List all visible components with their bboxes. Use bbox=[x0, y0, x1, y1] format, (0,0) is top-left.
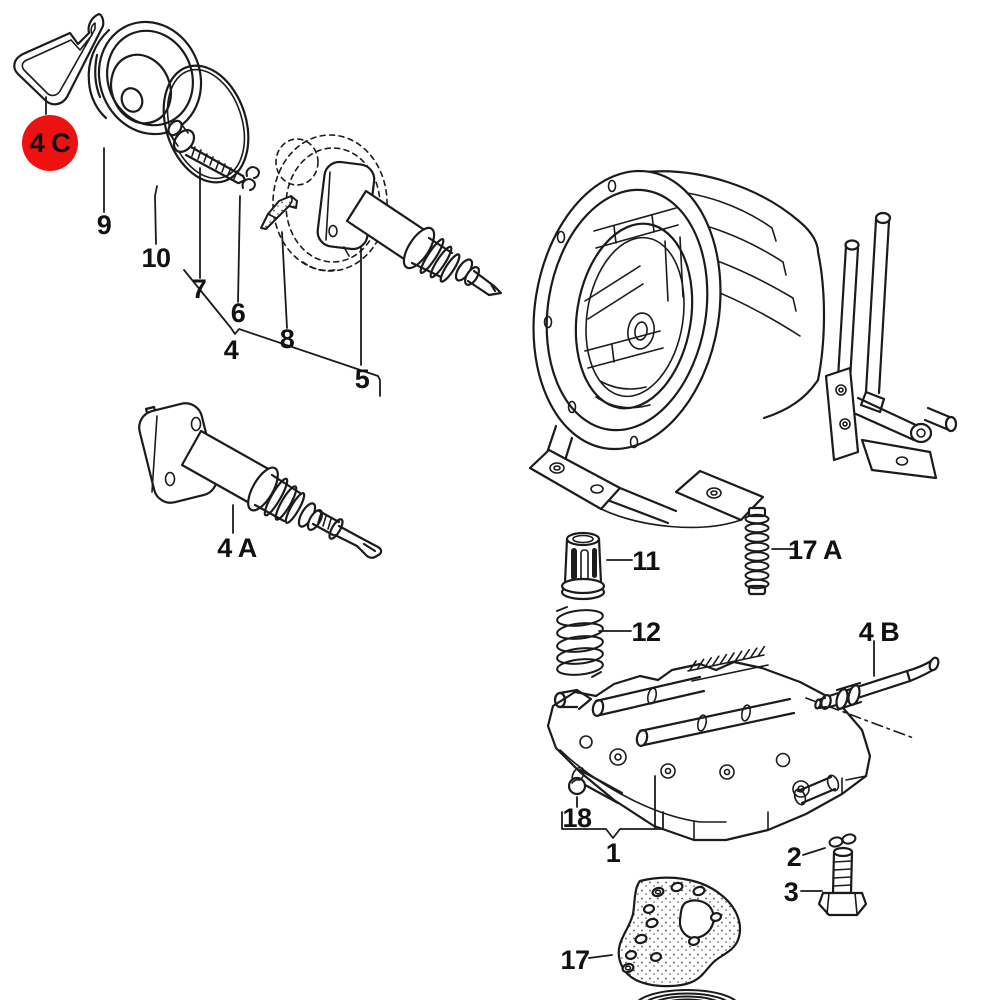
part-ball-18 bbox=[567, 776, 587, 796]
alignment-axis-line bbox=[805, 697, 917, 740]
part-shaft-5 bbox=[316, 160, 503, 297]
part-speedo-housing-9 bbox=[87, 20, 203, 136]
label-17a: 17 A bbox=[788, 535, 842, 565]
label-5: 5 bbox=[355, 364, 370, 394]
part-filter-11 bbox=[560, 531, 606, 601]
part-bolt-7 bbox=[167, 119, 247, 185]
leader-lines bbox=[45, 96, 875, 959]
part-governor-4a bbox=[138, 402, 383, 559]
bracket-1 bbox=[561, 775, 664, 839]
part-rod-4b bbox=[814, 656, 940, 711]
part-strainer-bottom bbox=[637, 989, 737, 1000]
highlight-circle-4c bbox=[22, 115, 78, 171]
part-spring-12 bbox=[556, 606, 604, 678]
label-12: 12 bbox=[631, 617, 660, 647]
part-transmission-case bbox=[528, 169, 958, 529]
label-4c: 4 C bbox=[30, 128, 71, 158]
label-2: 2 bbox=[787, 842, 802, 872]
label-10: 10 bbox=[141, 243, 170, 273]
part-valve-body-1 bbox=[546, 645, 872, 842]
part-spring-17a bbox=[744, 506, 770, 596]
label-3: 3 bbox=[784, 877, 799, 907]
bracket-4 bbox=[183, 269, 381, 397]
part-bolt-3 bbox=[817, 846, 868, 917]
label-17: 17 bbox=[560, 945, 589, 975]
part-wedge-8 bbox=[260, 195, 298, 230]
leader-8 bbox=[281, 231, 288, 329]
label-8: 8 bbox=[280, 324, 295, 354]
label-9: 9 bbox=[97, 210, 112, 240]
leader-2 bbox=[802, 847, 826, 856]
label-7: 7 bbox=[192, 274, 207, 304]
leader-17 bbox=[588, 954, 613, 959]
leader-10 bbox=[154, 185, 158, 245]
label-4a: 4 A bbox=[217, 533, 257, 563]
part-washer-2 bbox=[828, 833, 857, 848]
label-11: 11 bbox=[632, 546, 660, 576]
part-gasket-4c bbox=[13, 12, 105, 106]
leader-6 bbox=[237, 195, 241, 303]
part-clips-6 bbox=[241, 166, 260, 191]
label-6: 6 bbox=[231, 298, 246, 328]
part-gasket-17 bbox=[617, 876, 742, 988]
label-18: 18 bbox=[562, 803, 592, 833]
label-4b: 4 B bbox=[859, 617, 900, 647]
labels: 4 C 9 10 7 6 8 4 5 4 A 11 12 17 A 4 B 18… bbox=[30, 128, 900, 975]
label-4: 4 bbox=[224, 335, 239, 365]
label-1: 1 bbox=[606, 838, 621, 868]
